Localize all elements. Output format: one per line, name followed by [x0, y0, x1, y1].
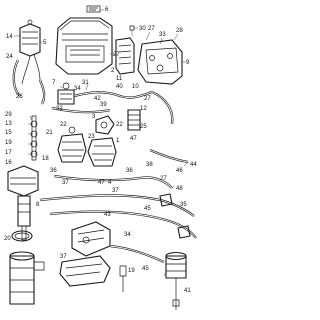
bracket-assembly	[137, 39, 183, 85]
callout-40: 40	[116, 84, 123, 90]
callout-47: 47	[98, 180, 105, 186]
evaporative-canister-tray	[59, 255, 111, 287]
callout-15: 15	[5, 130, 12, 136]
callout-17: 17	[5, 150, 12, 156]
distributor	[7, 165, 39, 241]
callout-37: 37	[112, 188, 119, 194]
callout-labels: 6 30 27 28 33 5 14 27 9 2 11 24 7 40 31 …	[4, 7, 197, 294]
control-valve-center	[57, 126, 87, 163]
callout-44: 44	[190, 162, 197, 168]
label-plate	[86, 5, 101, 13]
callout-8: 8	[36, 202, 40, 208]
callout-28: 28	[176, 28, 183, 34]
clamp-right	[159, 193, 191, 239]
callout-33: 33	[159, 32, 166, 38]
spark-plug-stack	[30, 115, 38, 161]
callout-36: 36	[50, 168, 57, 174]
callout-26: 26	[16, 94, 23, 100]
leader-lines	[14, 9, 189, 277]
air-valve-right	[87, 137, 117, 167]
callout-47: 47	[130, 136, 137, 142]
callout-35: 35	[180, 202, 187, 208]
callout-27: 27	[160, 176, 167, 182]
callout-30: 30	[139, 26, 146, 32]
callout-3: 3	[92, 114, 96, 120]
callout-24: 24	[6, 54, 13, 60]
callout-36: 36	[126, 168, 133, 174]
breather-hose-right	[149, 90, 189, 164]
callout-2: 2	[111, 68, 115, 74]
callout-5: 5	[43, 40, 47, 46]
parts-diagram: 6 30 27 28 33 5 14 27 9 2 11 24 7 40 31 …	[4, 5, 197, 310]
bolt-top	[129, 25, 135, 36]
callout-14: 14	[6, 34, 13, 40]
callout-37: 37	[60, 254, 67, 260]
callout-20: 20	[4, 236, 11, 242]
callout-34: 34	[74, 86, 81, 92]
callout-42: 42	[94, 96, 101, 102]
callout-18: 18	[42, 156, 49, 162]
callout-45: 45	[142, 266, 149, 272]
callout-6: 6	[105, 7, 109, 13]
callout-21: 21	[46, 130, 53, 136]
callout-27: 27	[144, 96, 151, 102]
callout-7: 7	[52, 80, 56, 86]
callout-19: 19	[5, 140, 12, 146]
callout-43: 43	[104, 212, 111, 218]
vacuum-hose-lower	[53, 174, 173, 189]
callout-22: 22	[60, 122, 67, 128]
callout-9: 9	[186, 60, 190, 66]
mounting-bracket-lower	[71, 221, 111, 257]
callout-32: 32	[56, 106, 63, 112]
hose-lower-right	[109, 244, 180, 310]
callout-19: 19	[128, 268, 135, 274]
callout-46: 46	[176, 168, 183, 174]
callout-37: 37	[62, 180, 69, 186]
canister-right	[165, 251, 187, 279]
fuel-line-long	[39, 194, 197, 239]
solenoid-valve-left	[57, 82, 75, 105]
callout-11: 11	[116, 76, 123, 82]
filter-canister	[127, 109, 141, 131]
callout-41: 41	[184, 288, 191, 294]
bolt-lower	[119, 265, 127, 292]
air-cleaner-cover	[55, 17, 113, 75]
wire-harness	[12, 59, 46, 105]
o-ring-left	[11, 230, 33, 242]
vacuum-hose-upper	[51, 90, 153, 114]
callout-4: 4	[108, 180, 112, 186]
callout-23: 23	[88, 134, 95, 140]
callout-29: 29	[5, 112, 12, 118]
ignition-coil	[19, 19, 41, 85]
callout-1: 1	[116, 138, 120, 144]
callout-25: 25	[140, 124, 147, 130]
callout-10: 10	[132, 84, 139, 90]
callout-13: 13	[5, 121, 12, 127]
callout-16: 16	[5, 160, 12, 166]
callout-22: 22	[116, 122, 123, 128]
callout-39: 39	[100, 102, 107, 108]
callout-27: 27	[148, 26, 155, 32]
callout-48: 48	[176, 186, 183, 192]
control-box	[115, 37, 135, 75]
fuel-filter-bottom	[9, 251, 45, 305]
callout-45: 45	[144, 206, 151, 212]
callout-31: 31	[82, 80, 89, 86]
callout-12: 12	[140, 106, 147, 112]
check-valve	[95, 115, 115, 135]
callout-34: 34	[124, 232, 131, 238]
callout-38: 38	[146, 162, 153, 168]
callout-27: 27	[113, 52, 120, 58]
